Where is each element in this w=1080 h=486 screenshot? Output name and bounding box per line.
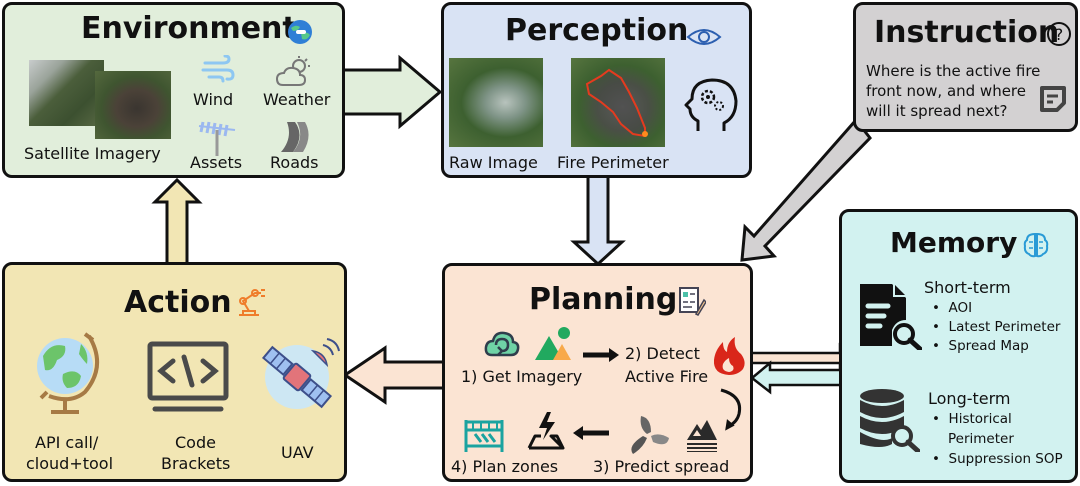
satellite-icon xyxy=(261,338,340,409)
instruction-line-3: will it spread next? xyxy=(866,102,1008,120)
short-term-title: Short-term xyxy=(924,278,1011,297)
fire-icon xyxy=(713,337,745,375)
raw-satellite-image xyxy=(449,58,543,147)
instruction-line-2: front now, and where xyxy=(866,82,1026,100)
head-gears-icon xyxy=(684,78,738,131)
raw-image-label: Raw Image xyxy=(449,153,538,172)
short-term-item: • AOI xyxy=(932,300,973,316)
brain-icon xyxy=(1023,232,1049,258)
terrain-icon xyxy=(687,420,717,452)
action-api-label-line-2: cloud+tool xyxy=(26,454,114,473)
long-term-item: • Suppression SOP xyxy=(932,451,1063,467)
arrow-planning-to-action xyxy=(342,345,447,405)
document-search-icon xyxy=(860,284,922,350)
perception-title: Perception xyxy=(505,13,689,48)
assets-label: Assets xyxy=(190,153,243,172)
globe-icon xyxy=(288,20,312,44)
lightning-zone-icon xyxy=(527,412,565,450)
barrier-icon xyxy=(464,420,504,452)
step-arrow-3-to-4 xyxy=(573,426,609,440)
environment-panel: Environment Satellite Imagery Wind Weath… xyxy=(2,2,345,178)
action-panel: Action API call/ cloud+tool Code Bracket… xyxy=(2,262,347,482)
step-detect-label-line-2: Active Fire xyxy=(625,367,709,386)
satellite-image xyxy=(29,60,104,126)
step-detect-label-line-1: 2) Detect xyxy=(625,344,700,363)
cloud-download-icon xyxy=(484,331,520,357)
satellite-image-burn xyxy=(95,71,171,139)
instruction-title: Instruction xyxy=(874,15,1060,50)
long-term-title: Long-term xyxy=(928,389,1011,408)
short-term-item: • Latest Perimeter xyxy=(932,319,1061,335)
step-plan-zones-label: 4) Plan zones xyxy=(451,457,559,476)
instruction-line-1: Where is the active fire xyxy=(866,62,1041,80)
svg-text:?: ? xyxy=(1055,25,1064,44)
action-code-label-line-2: Brackets xyxy=(161,454,231,473)
fire-perimeter-image xyxy=(571,58,665,147)
arrow-environment-to-perception xyxy=(338,54,443,130)
arrow-perception-to-planning xyxy=(570,173,626,267)
weather-icon xyxy=(275,56,310,86)
long-term-item: • Historical xyxy=(932,411,1012,427)
database-search-icon xyxy=(860,389,920,452)
roads-label: Roads xyxy=(270,153,319,172)
step-arrow-1-to-2 xyxy=(583,348,619,362)
planning-title: Planning xyxy=(529,282,678,317)
memory-title: Memory xyxy=(890,226,1018,259)
image-icon xyxy=(535,327,571,360)
short-term-item: • Spread Map xyxy=(932,338,1029,354)
weather-label: Weather xyxy=(263,90,331,109)
action-api-label-line-1: API call/ xyxy=(35,433,99,452)
perception-panel: Perception Raw Image Fire Perimeter xyxy=(441,2,752,178)
eye-icon xyxy=(686,29,722,45)
robot-arm-icon xyxy=(239,289,265,316)
perimeter-outline xyxy=(585,68,648,138)
action-code-label-line-1: Code xyxy=(175,433,216,452)
instruction-panel: Instruction ? Where is the active fire f… xyxy=(853,2,1078,132)
action-title: Action xyxy=(124,285,232,320)
arrow-action-to-environment xyxy=(151,177,203,270)
globe-stand-icon xyxy=(37,332,100,414)
antenna-icon xyxy=(198,121,236,156)
arrow-instruction-to-planning xyxy=(740,117,872,262)
note-icon xyxy=(1040,86,1066,112)
wind-turbine-icon xyxy=(631,416,669,454)
wind-icon xyxy=(201,55,235,83)
environment-title: Environment xyxy=(81,11,297,46)
memory-panel: Memory Short-term • AOI • Latest Perimet… xyxy=(839,209,1078,483)
fire-perimeter-label: Fire Perimeter xyxy=(557,153,669,172)
checklist-icon xyxy=(679,287,706,316)
satellite-imagery-label: Satellite Imagery xyxy=(24,144,161,163)
action-uav-label: UAV xyxy=(281,443,314,462)
wind-label: Wind xyxy=(193,90,234,109)
code-monitor-icon xyxy=(147,341,229,412)
curved-arrow-2-to-3 xyxy=(720,388,742,431)
planning-panel: Planning 1) Get Imagery 2) Detect Active… xyxy=(442,263,753,482)
road-icon xyxy=(281,122,309,152)
step-predict-label: 3) Predict spread xyxy=(593,457,730,476)
question-icon: ? xyxy=(1047,22,1071,46)
step-get-imagery-label: 1) Get Imagery xyxy=(461,367,583,386)
long-term-item: Perimeter xyxy=(948,431,1014,447)
arrow-memory-to-planning xyxy=(750,360,844,395)
